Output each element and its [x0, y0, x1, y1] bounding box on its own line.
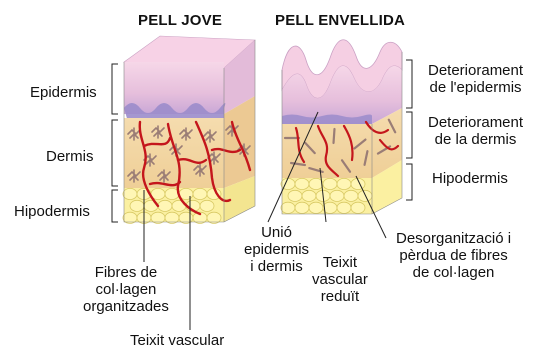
fat-cell [123, 188, 137, 199]
label-reduced-vascular-tissue: Teixit vascular reduït [312, 254, 368, 305]
young-fat-cells [123, 188, 221, 223]
fat-cell [158, 200, 172, 211]
fat-cell [337, 178, 351, 189]
label-epidermis: Epidermis [30, 84, 97, 101]
collagen-fiber [334, 129, 335, 143]
fat-cell [200, 200, 214, 211]
young-epidermis [124, 62, 224, 114]
label-dermis-deterioration: Deteriorament de la dermis [428, 114, 523, 148]
fat-cell [337, 202, 351, 213]
label-hypodermis-right: Hipodermis [432, 170, 508, 187]
title-young-skin: PELL JOVE [138, 12, 222, 29]
title-aged-skin: PELL ENVELLIDA [275, 12, 405, 29]
aged-skin-block [281, 40, 402, 214]
right-brackets [406, 60, 412, 200]
label-epidermis-deterioration: Deteriorament de l'epidermis [428, 62, 523, 96]
fat-cell [302, 190, 316, 201]
label-dermo-epidermal-junction: Unió epidermis i dermis [244, 224, 309, 275]
fat-cell [295, 178, 309, 189]
left-brackets [112, 64, 118, 222]
aged-fat-cells [281, 178, 372, 213]
fat-cell [351, 202, 365, 213]
fat-cell [281, 202, 295, 213]
label-collagen-disorganization: Desorganització i pèrdua de fibres de co… [396, 230, 511, 281]
fat-cell [309, 202, 323, 213]
fat-cell [295, 202, 309, 213]
fat-cell [330, 190, 344, 201]
fat-cell [288, 190, 302, 201]
fat-cell [358, 190, 372, 201]
fat-cell [130, 200, 144, 211]
label-organized-collagen: Fibres de col·lagen organitzades [83, 264, 169, 315]
fat-cell [193, 188, 207, 199]
label-dermis: Dermis [46, 148, 94, 165]
young-skin-block [123, 36, 255, 223]
label-vascular-tissue: Teixit vascular [130, 332, 224, 349]
fat-cell [323, 178, 337, 189]
label-hypodermis-left: Hipodermis [14, 203, 90, 220]
fat-cell [344, 190, 358, 201]
